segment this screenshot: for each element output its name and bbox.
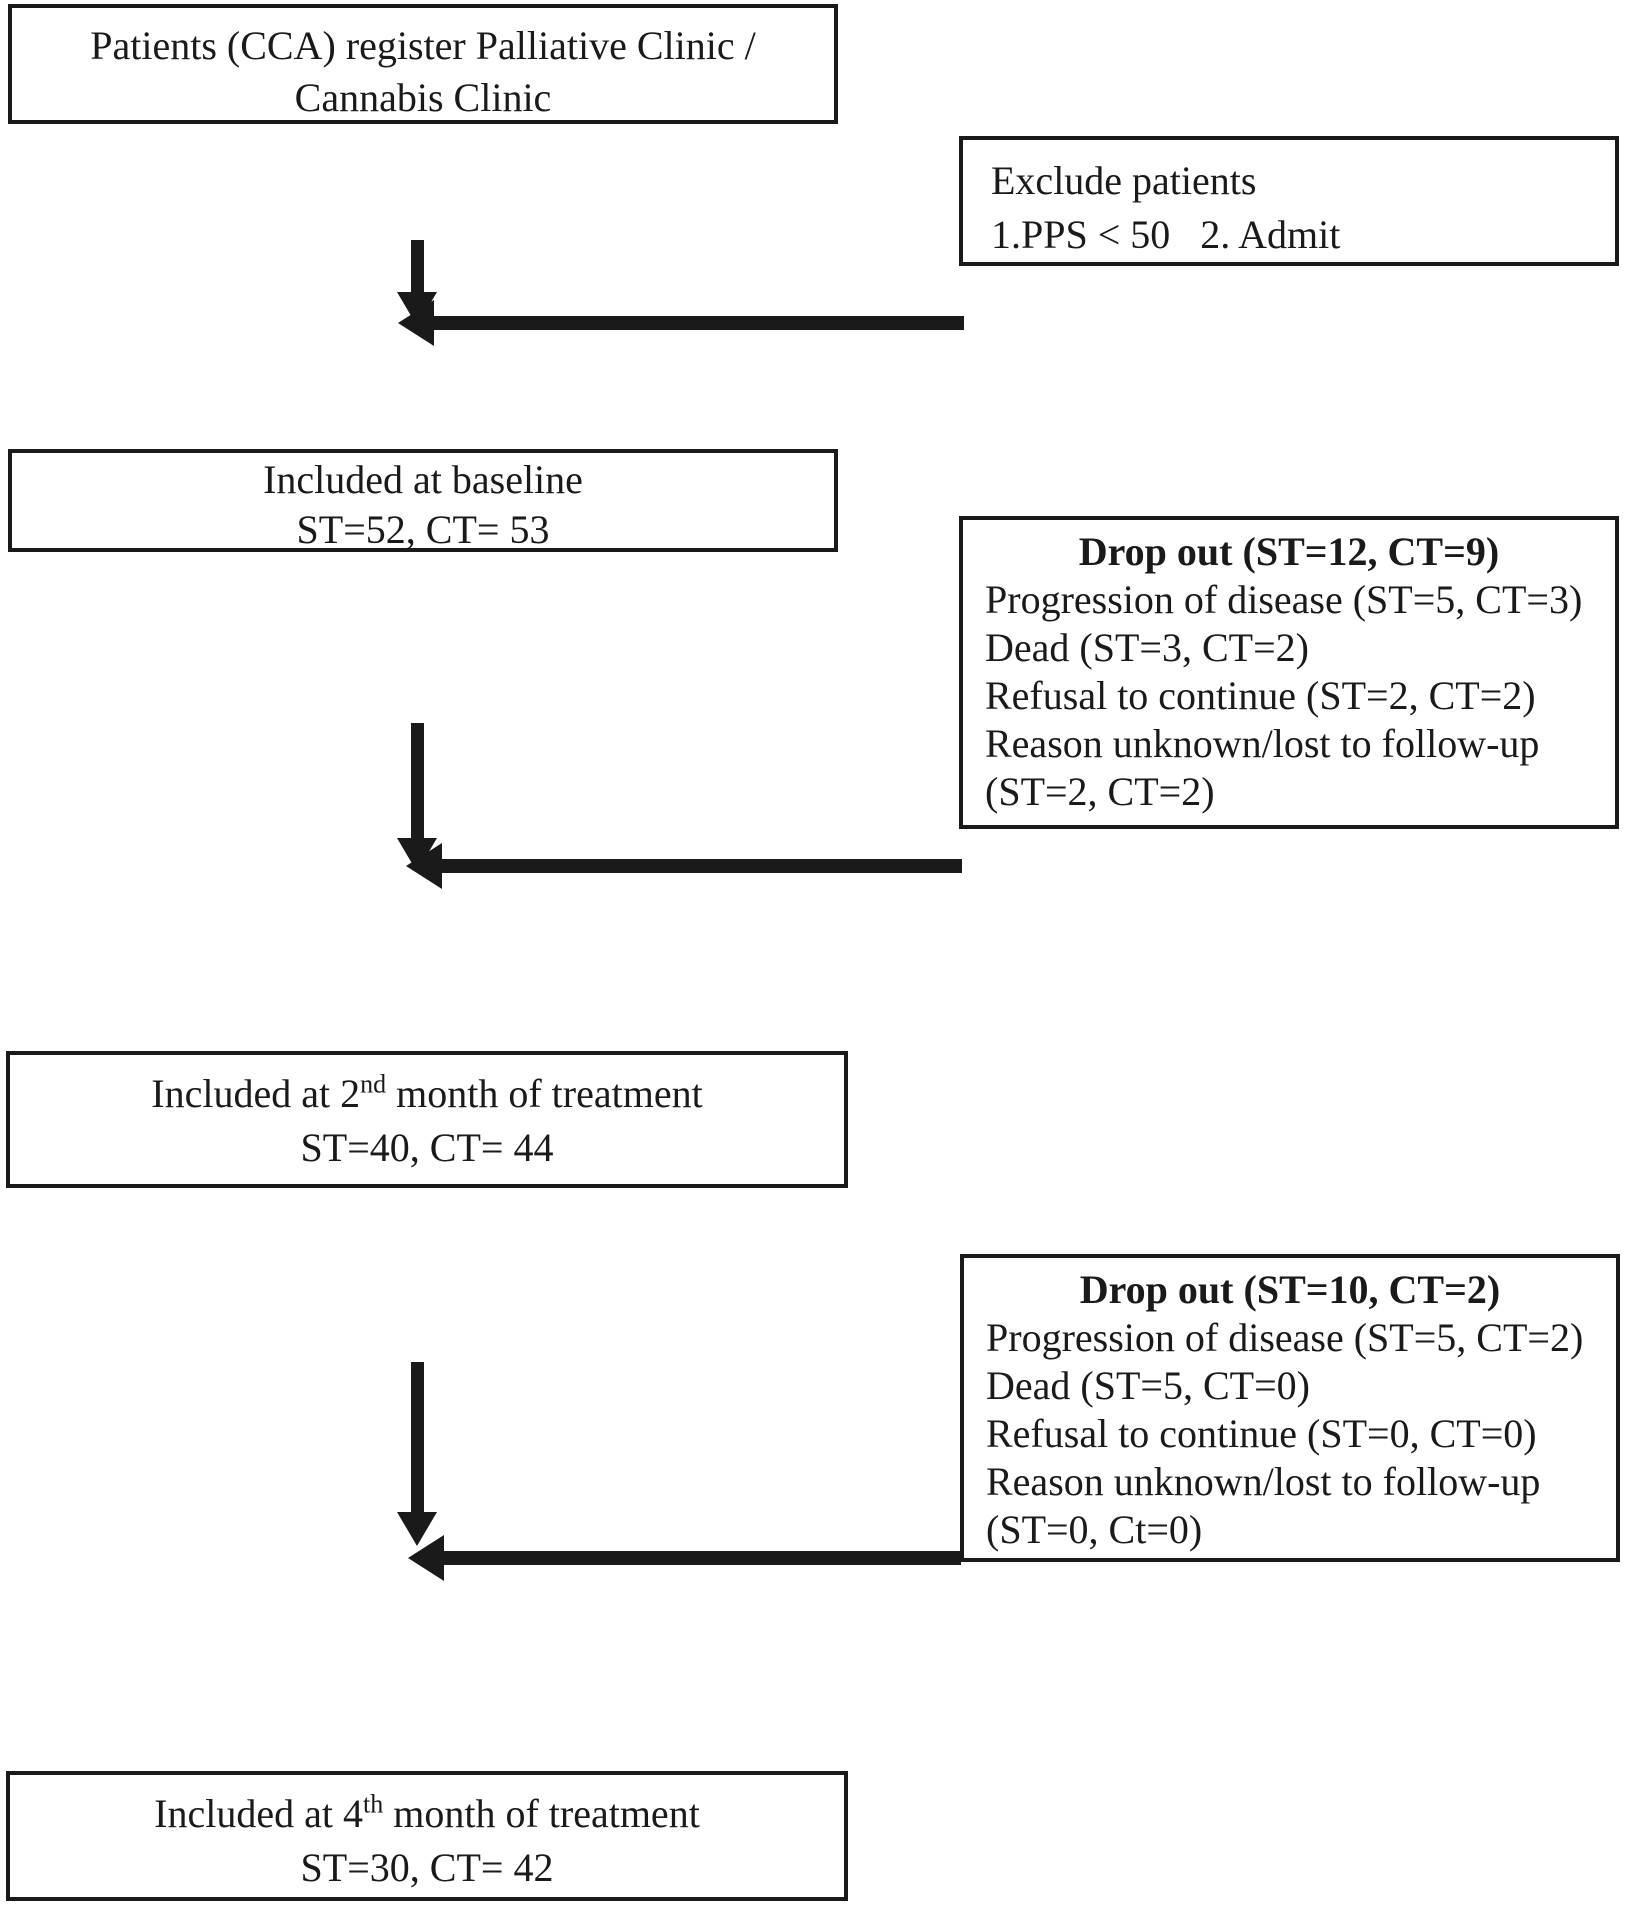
dropout-1-line: Refusal to continue (ST=2, CT=2) xyxy=(985,673,1536,718)
month-4-box: Included at 4th month of treatment ST=30… xyxy=(6,1771,848,1901)
register-line-2: Cannabis Clinic xyxy=(294,75,552,120)
exclude-line-2: 1.PPS < 50 2. Admit xyxy=(991,212,1341,257)
down-arrow-2-shaft xyxy=(411,723,424,838)
ordinal-superscript: th xyxy=(362,1789,384,1819)
dropout-2-title: Drop out (ST=10, CT=2) xyxy=(1079,1267,1501,1312)
dropout-2-box: Drop out (ST=10, CT=2) Progression of di… xyxy=(960,1254,1620,1562)
month-4-line-1: Included at 4th month of treatment xyxy=(154,1789,700,1836)
ordinal-superscript: nd xyxy=(360,1069,387,1099)
month-4-line-2: ST=30, CT= 42 xyxy=(300,1845,554,1890)
dropout-1-title: Drop out (ST=12, CT=9) xyxy=(1078,529,1500,574)
dropout-1-line: (ST=2, CT=2) xyxy=(985,769,1215,814)
left-arrow-1-head-icon xyxy=(398,300,434,346)
dropout-1-line: Progression of disease (ST=5, CT=3) xyxy=(985,577,1583,622)
register-line-1: Patients (CCA) register Palliative Clini… xyxy=(90,23,756,68)
left-arrow-2-shaft xyxy=(442,859,962,873)
dropout-2-line: Refusal to continue (ST=0, CT=0) xyxy=(986,1411,1537,1456)
baseline-line-1: Included at baseline xyxy=(263,457,583,502)
month-2-line-2: ST=40, CT= 44 xyxy=(300,1125,554,1170)
dropout-2-line: Reason unknown/lost to follow-up xyxy=(986,1459,1541,1504)
month-2-box: Included at 2nd month of treatment ST=40… xyxy=(6,1051,848,1188)
baseline-box: Included at baseline ST=52, CT= 53 xyxy=(8,449,838,552)
left-arrow-3-head-icon xyxy=(408,1535,444,1581)
month-2-line-1: Included at 2nd month of treatment xyxy=(151,1069,703,1116)
register-patients-box: Patients (CCA) register Palliative Clini… xyxy=(8,4,838,124)
dropout-2-line: Progression of disease (ST=5, CT=2) xyxy=(986,1315,1584,1360)
exclude-line-1: Exclude patients xyxy=(991,158,1257,203)
baseline-line-2: ST=52, CT= 53 xyxy=(296,507,550,552)
left-arrow-3-shaft xyxy=(444,1551,961,1565)
left-arrow-2-head-icon xyxy=(406,843,442,889)
dropout-1-box: Drop out (ST=12, CT=9) Progression of di… xyxy=(959,516,1619,829)
down-arrow-1-shaft xyxy=(411,240,424,292)
dropout-2-line: (ST=0, Ct=0) xyxy=(986,1507,1203,1552)
dropout-1-line: Reason unknown/lost to follow-up xyxy=(985,721,1540,766)
dropout-2-line: Dead (ST=5, CT=0) xyxy=(986,1363,1310,1408)
down-arrow-3-shaft xyxy=(411,1362,424,1512)
left-arrow-1-shaft xyxy=(434,316,964,330)
dropout-1-line: Dead (ST=3, CT=2) xyxy=(985,625,1309,670)
exclude-patients-box: Exclude patients 1.PPS < 50 2. Admit xyxy=(959,136,1619,266)
